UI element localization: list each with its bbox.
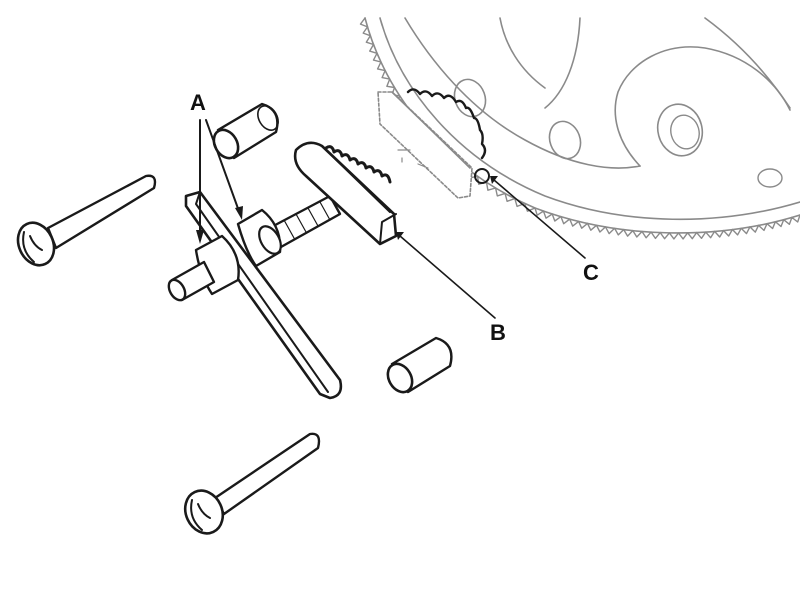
mounting-bolt-lower bbox=[183, 432, 321, 535]
mounting-bolt-upper bbox=[16, 174, 157, 267]
spacer-sleeve-lower bbox=[386, 336, 453, 394]
tool-locking-teeth bbox=[324, 145, 392, 184]
callout-label-c: C bbox=[583, 260, 599, 285]
lock-tooth-block-ghost bbox=[377, 91, 473, 199]
lock-tooth-block-teeth bbox=[406, 88, 490, 184]
flywheel-stopper-tool bbox=[167, 141, 398, 400]
flywheel-bolt-hole bbox=[548, 120, 582, 160]
callout-label-a: A bbox=[190, 90, 206, 115]
leader-lines bbox=[196, 119, 586, 319]
flywheel-bolt-hole bbox=[453, 78, 487, 118]
flywheel-bolt-hole bbox=[656, 103, 704, 157]
callout-label-b: B bbox=[490, 320, 506, 345]
tool-locking-head bbox=[293, 141, 398, 246]
spacer-sleeve-upper bbox=[212, 102, 279, 160]
flywheel bbox=[359, 17, 800, 240]
